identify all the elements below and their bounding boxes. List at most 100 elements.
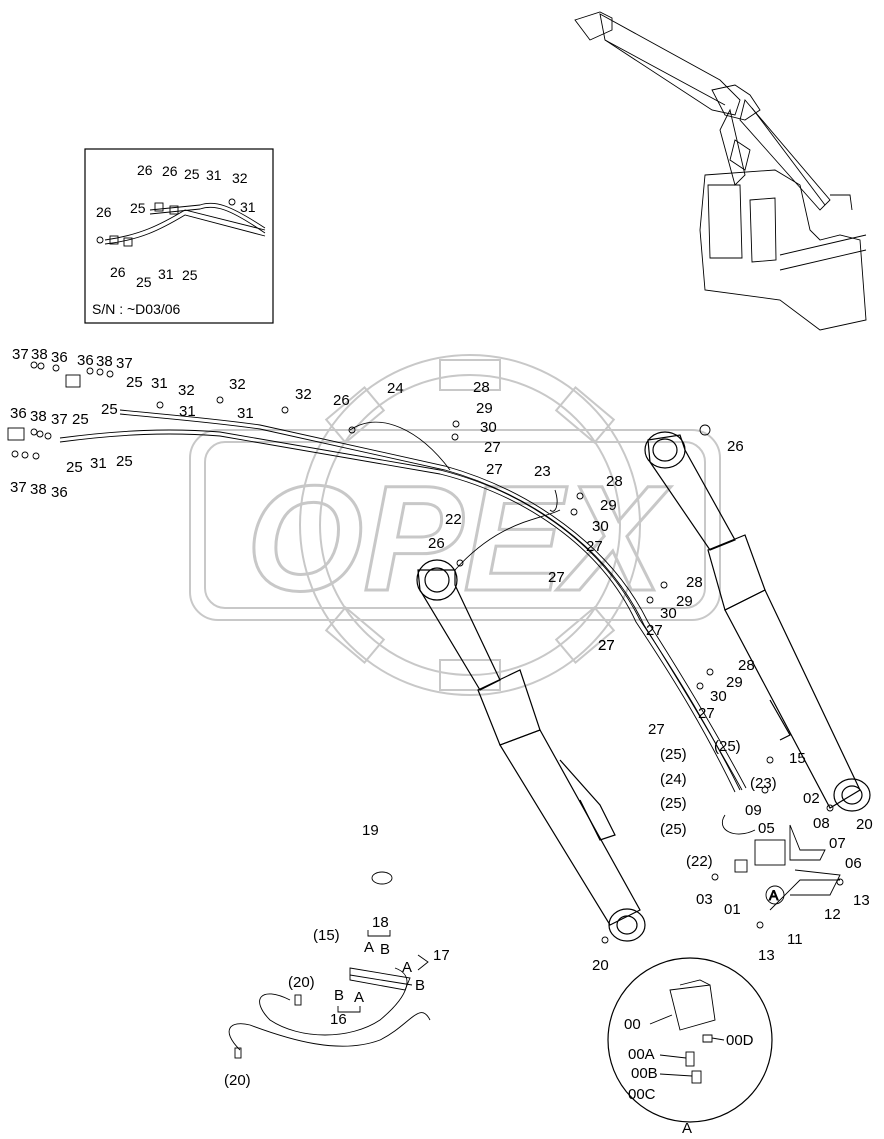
part-callout: 28	[606, 473, 623, 490]
part-callout: 32	[178, 382, 195, 399]
part-callout: (23)	[750, 775, 777, 792]
part-callout: 20	[856, 816, 873, 833]
part-callout: 26	[428, 535, 445, 552]
part-callout: 28	[686, 574, 703, 591]
part-callout: 08	[813, 815, 830, 832]
circle-a-marker	[765, 885, 785, 905]
callouts-left: 37 38 36 36 38 37 25 31 32 32 36 38 37 2…	[10, 346, 312, 501]
part-callout: 30	[660, 605, 677, 622]
part-callout: 20	[592, 957, 609, 974]
part-callout: (20)	[288, 974, 315, 991]
part-callout: 27	[598, 637, 615, 654]
inset-label: 25	[184, 166, 200, 182]
part-callout: 29	[476, 400, 493, 417]
part-callout: 25	[66, 459, 83, 476]
part-callout: 27	[486, 461, 503, 478]
inset-label: 26	[110, 264, 126, 280]
part-callout: (22)	[686, 853, 713, 870]
inset-label: 25	[130, 200, 146, 216]
part-callout: (25)	[714, 738, 741, 755]
part-callout: 22	[445, 511, 462, 528]
part-callout: 00D	[726, 1032, 754, 1049]
part-callout: 37	[51, 411, 68, 428]
part-callout: B	[415, 977, 425, 994]
part-callout: A	[354, 989, 364, 1006]
excavator-icon	[574, 11, 867, 331]
hose-bundle	[59, 409, 747, 793]
part-callout: 24	[387, 380, 404, 397]
part-callout: 12	[824, 906, 841, 923]
part-callout: 38	[96, 353, 113, 370]
part-callout: 17	[433, 947, 450, 964]
part-callout: 00B	[631, 1065, 658, 1082]
inset-label: 32	[232, 170, 248, 186]
fasteners	[7, 361, 844, 944]
inset-label: 31	[158, 266, 174, 282]
part-callout: 31	[237, 405, 254, 422]
part-callout: 27	[646, 622, 663, 639]
part-callout: 28	[738, 657, 755, 674]
part-callout: (20)	[224, 1072, 251, 1089]
part-callout: 23	[534, 463, 551, 480]
connector-parts: A	[722, 814, 841, 911]
inset-label: 31	[240, 199, 256, 215]
part-callout: 11	[787, 931, 803, 948]
part-callout: 27	[484, 439, 501, 456]
part-callout: 18	[372, 914, 389, 931]
part-callout: 29	[600, 497, 617, 514]
part-callout: A	[364, 939, 374, 956]
part-callout: 36	[51, 349, 68, 366]
part-callout: 27	[548, 569, 565, 586]
part-callout: 36	[51, 484, 68, 501]
part-callout: 00C	[628, 1086, 656, 1103]
part-callout: B	[334, 987, 344, 1004]
part-callout: 01	[724, 901, 741, 918]
part-callout: 13	[853, 892, 870, 909]
part-callout: (15)	[313, 927, 340, 944]
part-callout: 00A	[628, 1046, 655, 1063]
part-callout: 30	[592, 518, 609, 535]
part-callout: 02	[803, 790, 820, 807]
part-callout: (25)	[660, 821, 687, 838]
part-callout: 15	[789, 750, 806, 767]
part-callout: 27	[586, 538, 603, 555]
callouts-harness: (15) 18 A B 17 A B (20) B A 16 (20)	[224, 914, 450, 1089]
part-callout: (25)	[660, 746, 687, 763]
part-callout: 26	[333, 392, 350, 409]
detail-a	[607, 957, 773, 1123]
part-callout: A	[402, 959, 412, 976]
inset-label: 25	[136, 274, 152, 290]
part-callout: 07	[829, 835, 846, 852]
part-callout: A	[682, 1120, 692, 1137]
part-callout: B	[380, 941, 390, 958]
part-callout: 30	[710, 688, 727, 705]
part-callout: 31	[90, 455, 107, 472]
part-callout: 38	[30, 408, 47, 425]
serial-number: S/N : ~D03/06	[92, 301, 181, 317]
part-callout: 25	[101, 401, 118, 418]
part-callout: (25)	[660, 795, 687, 812]
part-callout: 31	[179, 403, 196, 420]
part-callout: 05	[758, 820, 775, 837]
part-callout: 31	[151, 375, 168, 392]
part-callout: 00	[624, 1016, 641, 1033]
part-callout: 09	[745, 802, 762, 819]
part-callout: 27	[698, 705, 715, 722]
part-callout: 03	[696, 891, 713, 908]
inset-label: 26	[162, 163, 178, 179]
part-callout: 16	[330, 1011, 347, 1028]
part-callout: 37	[116, 355, 133, 372]
part-callout: 19	[362, 822, 379, 839]
part-callout: 36	[10, 405, 27, 422]
part-callout: 29	[726, 674, 743, 691]
inset-label: 31	[206, 167, 222, 183]
svg-text:A: A	[769, 887, 779, 903]
part-callout: 26	[727, 438, 744, 455]
part-callout: 25	[116, 453, 133, 470]
callouts-lower: (25) (25) (24) (25) (25) (22) (23) 15 09…	[362, 438, 873, 974]
watermark-text: OPEX	[247, 454, 672, 622]
inset-label: 26	[137, 162, 153, 178]
inset-label: 26	[96, 204, 112, 220]
part-callout: 28	[473, 379, 490, 396]
